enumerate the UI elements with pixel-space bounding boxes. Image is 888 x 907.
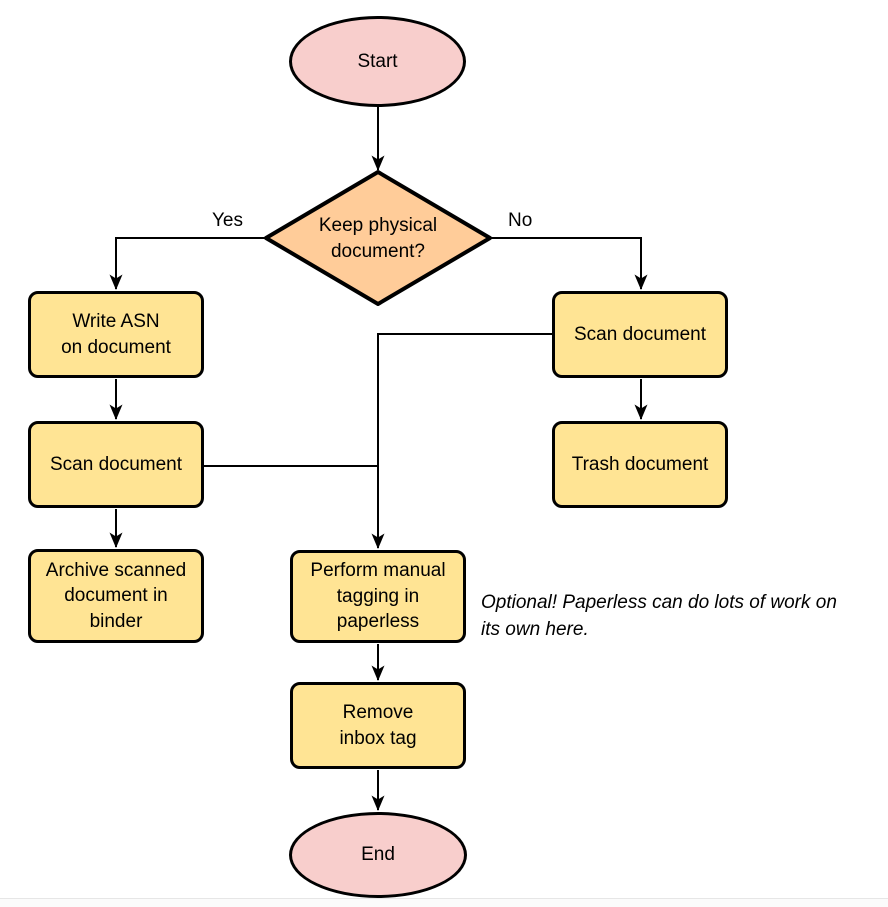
node-write-asn: Write ASN on document xyxy=(28,291,204,378)
node-tagging: Perform manual tagging in paperless xyxy=(290,550,466,643)
node-archive: Archive scanned document in binder xyxy=(28,549,204,643)
node-decision-label: Keep physical document? xyxy=(318,215,438,262)
node-scan-left: Scan document xyxy=(28,421,204,508)
node-scan-right: Scan document xyxy=(552,291,728,378)
node-end: End xyxy=(289,812,467,898)
decision-diamond-shape xyxy=(264,170,492,306)
node-scan-right-label: Scan document xyxy=(573,323,707,345)
node-start-label: Start xyxy=(357,50,398,72)
node-start: Start xyxy=(289,16,466,107)
edge-label-yes: Yes xyxy=(212,210,243,231)
node-trash: Trash document xyxy=(552,421,728,508)
edge-scan-right-to-tagging xyxy=(371,333,552,549)
node-write-asn-label: Write ASN on document xyxy=(61,310,171,358)
edge-label-no: No xyxy=(508,210,533,231)
node-scan-left-label: Scan document xyxy=(49,453,183,475)
edge-decision-to-scan-right xyxy=(490,237,648,290)
node-end-label: End xyxy=(361,844,395,866)
page-bottom-divider xyxy=(0,898,888,907)
optional-note: Optional! Paperless can do lots of work … xyxy=(481,592,837,640)
node-trash-label: Trash document xyxy=(571,453,709,475)
node-remove-inbox-label: Remove inbox tag xyxy=(339,701,417,749)
node-tagging-label: Perform manual tagging in paperless xyxy=(310,560,446,633)
node-remove-inbox: Remove inbox tag xyxy=(290,682,466,769)
edge-decision-to-write-asn xyxy=(109,237,266,290)
node-archive-label: Archive scanned document in binder xyxy=(45,559,187,632)
